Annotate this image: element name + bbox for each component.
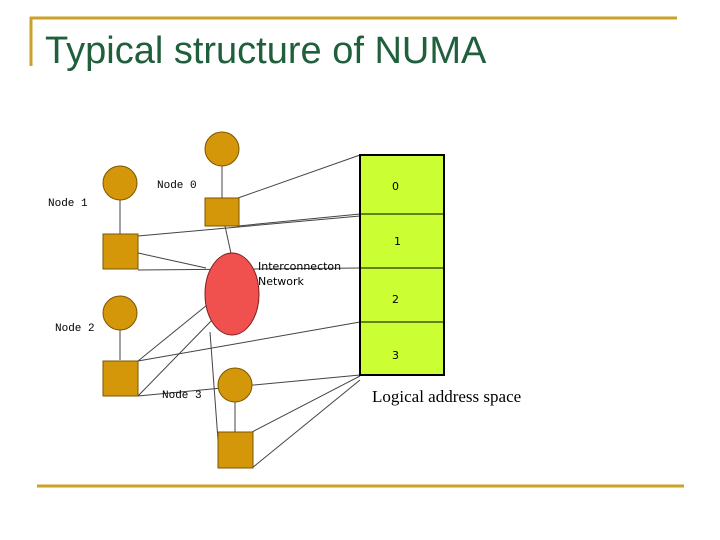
node0-memory bbox=[204, 197, 240, 227]
node2-label: Node 2 bbox=[55, 323, 95, 335]
network-label-line1: Interconnecton bbox=[258, 260, 341, 273]
segment-0-label: 0 bbox=[392, 180, 399, 193]
node1-processor bbox=[102, 165, 138, 201]
node2-memory bbox=[102, 360, 139, 397]
node-1: Node 1 bbox=[48, 165, 139, 270]
address-space-caption: Logical address space bbox=[372, 387, 521, 406]
node3-to-space-b bbox=[251, 379, 361, 469]
segment-1-label: 1 bbox=[394, 235, 401, 248]
address-space-box bbox=[359, 154, 445, 376]
slide-title: Typical structure of NUMA bbox=[45, 30, 487, 72]
node-2: Node 2 bbox=[55, 295, 139, 397]
node-0: Node 0 bbox=[157, 131, 240, 227]
logical-address-space: 0 1 2 3 Logical address space bbox=[359, 154, 521, 406]
node3-label: Node 3 bbox=[162, 390, 202, 402]
node1-memory bbox=[102, 233, 139, 270]
node1-label: Node 1 bbox=[48, 198, 88, 210]
interconnection-network: Interconnecton Network bbox=[204, 252, 341, 336]
node3-memory bbox=[217, 431, 254, 469]
segment-2-label: 2 bbox=[392, 293, 399, 306]
node0-processor bbox=[204, 131, 240, 167]
node0-to-space bbox=[237, 154, 361, 199]
node2-to-network bbox=[137, 304, 208, 362]
segment-3-label: 3 bbox=[392, 349, 399, 362]
node3-to-network bbox=[209, 331, 219, 441]
node2-to-network-b bbox=[137, 317, 215, 397]
node1-to-network bbox=[137, 252, 207, 269]
node2-to-space bbox=[137, 321, 361, 362]
network-label-line2: Network bbox=[258, 275, 305, 288]
node0-to-space-b bbox=[237, 213, 361, 227]
network-ellipse bbox=[204, 252, 260, 336]
node3-to-space bbox=[251, 375, 361, 433]
node3-processor bbox=[217, 367, 253, 403]
title-frame bbox=[29, 16, 677, 66]
node-3: Node 3 bbox=[162, 367, 254, 469]
node0-label: Node 0 bbox=[157, 180, 197, 192]
node1-to-space bbox=[137, 215, 361, 237]
node2-processor bbox=[102, 295, 138, 331]
